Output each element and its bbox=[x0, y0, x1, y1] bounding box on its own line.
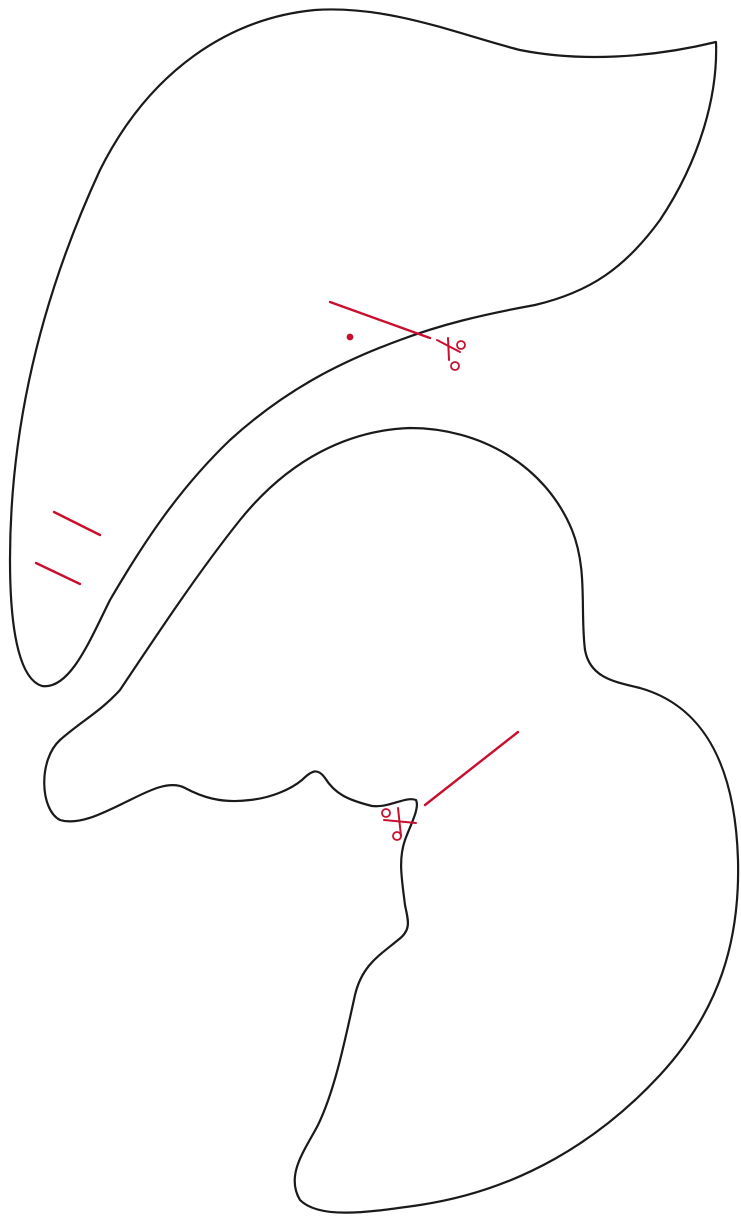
cut-line bbox=[330, 302, 430, 338]
cut-line bbox=[425, 732, 518, 805]
upper-pattern-piece bbox=[10, 9, 716, 686]
notch-marks bbox=[36, 512, 100, 584]
dot-marker bbox=[347, 334, 354, 341]
scissors-icon bbox=[437, 338, 465, 370]
